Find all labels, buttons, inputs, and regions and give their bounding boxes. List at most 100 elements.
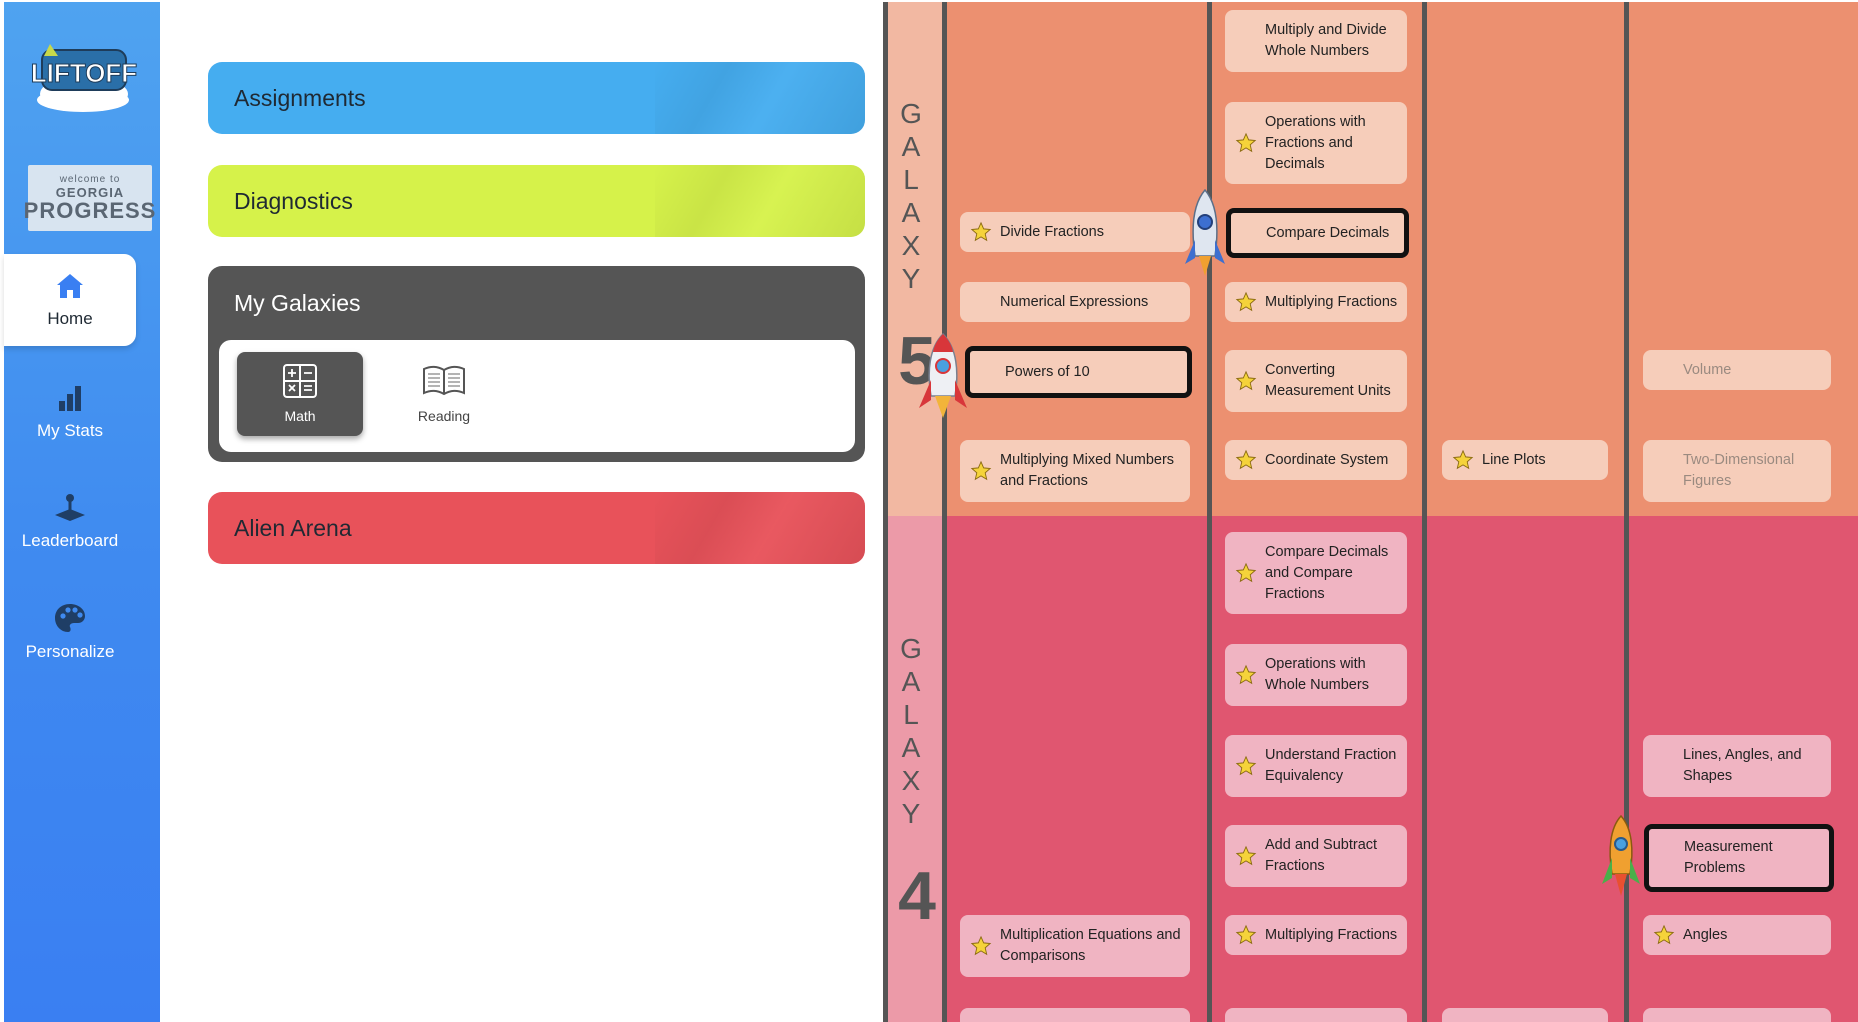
galaxy-4-number: 4 <box>898 858 936 934</box>
assignments-button[interactable]: Assignments <box>208 62 865 134</box>
sidebar-item-label: My Stats <box>36 421 104 440</box>
skill-card-current[interactable]: Powers of 10 <box>965 346 1192 398</box>
skill-card-partial[interactable] <box>1643 1008 1831 1022</box>
skill-card-label: Compare Decimals <box>1266 224 1390 241</box>
skill-card-current[interactable]: Measurement Problems <box>1644 824 1834 892</box>
skill-card-label: Coordinate System <box>1265 451 1389 468</box>
skill-card-label: Multiplying Fractions <box>1265 926 1398 943</box>
skill-card[interactable]: Operations with Whole Numbers <box>1225 644 1407 706</box>
calculator-icon <box>283 364 317 398</box>
sidebar-item-label: Personalize <box>25 642 115 661</box>
skill-card[interactable]: Add and Subtract Fractions <box>1225 825 1407 887</box>
galaxy-letter: X <box>901 230 921 261</box>
skill-card-label: Two-Dimensional Figures <box>1683 452 1795 489</box>
skill-card-partial[interactable] <box>1225 1008 1407 1022</box>
galaxy-letter: L <box>903 164 919 195</box>
star-icon <box>1235 449 1257 470</box>
skill-card-label: Powers of 10 <box>1005 363 1090 380</box>
sidebar-item-home[interactable]: Home <box>4 254 136 346</box>
skill-card-locked[interactable]: Volume <box>1643 350 1831 390</box>
skill-card-label: Divide Fractions <box>1000 223 1104 240</box>
star-icon <box>970 460 992 481</box>
bar-chart-icon <box>59 386 81 411</box>
georgia-progress-banner[interactable]: welcome to GEORGIA PROGRESS <box>24 165 155 231</box>
star-icon <box>970 935 992 956</box>
skill-card-partial[interactable] <box>1442 1008 1608 1022</box>
star-icon <box>1235 924 1257 945</box>
skill-card-label: Multiplying Mixed Numbers and Fractions <box>1000 452 1175 489</box>
skill-card-label: Multiplying Fractions <box>1265 293 1398 310</box>
promo-line-3: PROGRESS <box>23 198 157 223</box>
skill-card-label: Operations with Fractions and Decimals <box>1265 113 1366 172</box>
skill-card[interactable]: Compare Decimals and Compare Fractions <box>1225 532 1407 614</box>
star-icon <box>970 221 992 242</box>
skill-card[interactable]: Divide Fractions <box>960 212 1190 252</box>
skill-card-locked[interactable]: Two-Dimensional Figures <box>1643 440 1831 502</box>
galaxy-4-label-column <box>883 516 943 1022</box>
skill-card[interactable]: Operations with Fractions and Decimals <box>1225 102 1407 184</box>
map-divider <box>883 2 888 1022</box>
skill-card-partial[interactable] <box>960 1008 1190 1022</box>
star-icon <box>1235 562 1257 583</box>
assignments-label: Assignments <box>234 84 366 111</box>
my-galaxies-panel: My Galaxies Math Reading <box>208 266 865 462</box>
star-icon <box>1653 924 1675 945</box>
sidebar-item-personalize[interactable]: Personalize <box>4 586 136 678</box>
book-icon <box>423 365 465 396</box>
star-icon <box>1235 845 1257 866</box>
promo-line-2: GEORGIA <box>55 185 125 200</box>
subject-math-label: Math <box>284 408 316 424</box>
skill-card[interactable]: Lines, Angles, and Shapes <box>1643 735 1831 797</box>
galaxy-5-label-column <box>883 2 943 516</box>
galaxy-letter: Y <box>901 798 921 829</box>
skill-card[interactable]: Multiplying Fractions <box>1225 915 1407 955</box>
skill-card[interactable]: Understand Fraction Equivalency <box>1225 735 1407 797</box>
skill-card-label: Lines, Angles, and Shapes <box>1683 747 1802 784</box>
sidebar-item-my-stats[interactable]: My Stats <box>4 366 136 458</box>
map-divider <box>1422 2 1427 1022</box>
star-icon <box>1235 291 1257 312</box>
galaxy-letter: A <box>901 666 921 697</box>
rocket-icon <box>1602 814 1640 896</box>
galaxy-letter: X <box>901 765 921 796</box>
skill-card[interactable]: Angles <box>1643 915 1831 955</box>
my-galaxies-title: My Galaxies <box>234 290 361 316</box>
skill-card-label: Converting Measurement Units <box>1265 362 1391 399</box>
star-icon <box>1235 664 1257 685</box>
skill-card[interactable]: Coordinate System <box>1225 440 1407 480</box>
skill-card[interactable]: Line Plots <box>1442 440 1608 480</box>
logo-text: LIFTOFF <box>31 58 137 88</box>
joystick-icon <box>55 494 85 521</box>
skill-card-label: Volume <box>1683 361 1732 378</box>
skill-card[interactable]: Numerical Expressions <box>960 282 1190 322</box>
skill-card-label: Add and Subtract Fractions <box>1265 837 1378 874</box>
subject-math-button[interactable]: Math <box>237 352 363 436</box>
galaxy-letter: G <box>900 633 922 664</box>
skill-card[interactable]: Multiplying Mixed Numbers and Fractions <box>960 440 1190 502</box>
star-icon <box>1235 132 1257 153</box>
galaxy-letter: G <box>900 98 922 129</box>
diagnostics-label: Diagnostics <box>234 187 353 214</box>
skill-card[interactable]: Converting Measurement Units <box>1225 350 1407 412</box>
skill-card-label: Understand Fraction Equivalency <box>1265 747 1397 784</box>
skill-card-label: Angles <box>1683 926 1728 943</box>
star-icon <box>1235 755 1257 776</box>
galaxy-letter: Y <box>901 263 921 294</box>
alien-arena-button[interactable]: Alien Arena <box>208 492 865 564</box>
skill-card[interactable]: Multiplication Equations and Comparisons <box>960 915 1190 977</box>
skill-card-current[interactable]: Compare Decimals <box>1226 208 1409 258</box>
galaxy-letter: A <box>901 732 921 763</box>
sidebar-item-label: Leaderboard <box>21 531 119 550</box>
rocket-icon <box>1185 188 1225 276</box>
diagnostics-button[interactable]: Diagnostics <box>208 165 865 237</box>
skill-card[interactable]: Multiplying Fractions <box>1225 282 1407 322</box>
skill-card[interactable]: Multiply and Divide Whole Numbers <box>1225 10 1407 72</box>
subject-reading-button[interactable]: Reading <box>381 352 507 436</box>
liftoff-logo[interactable]: LIFTOFF <box>28 38 138 114</box>
skill-card-label: Multiplication Equations and Comparisons <box>1000 927 1181 964</box>
sidebar-item-leaderboard[interactable]: Leaderboard <box>4 476 136 568</box>
galaxy-5-band <box>883 2 1858 516</box>
